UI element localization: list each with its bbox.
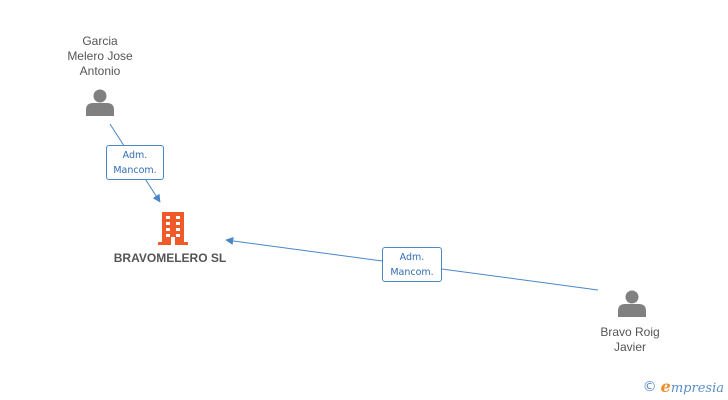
brand-logo: © empresia <box>643 377 724 396</box>
building-icon[interactable] <box>158 212 188 245</box>
person-icon[interactable] <box>618 290 646 318</box>
relation-label-garcia: Adm. Mancom. <box>106 145 164 180</box>
person-icon[interactable] <box>86 89 114 117</box>
brand-initial: e <box>660 377 671 396</box>
relation-label-line1: Adm. <box>122 150 148 161</box>
relation-label-line2: Mancom. <box>390 267 434 278</box>
relation-label-line2: Mancom. <box>113 165 157 176</box>
company-name[interactable]: BRAVOMELERO SL <box>113 251 227 265</box>
brand-rest: mpresia <box>670 381 724 396</box>
person-name-garcia[interactable]: Garcia Melero Jose Antonio <box>67 34 133 78</box>
relation-label-line1: Adm. <box>399 252 425 263</box>
brand-name: empresia <box>661 377 724 396</box>
relation-label-bravo: Adm. Mancom. <box>382 247 442 282</box>
copyright-icon: © <box>642 378 657 395</box>
person-name-bravo[interactable]: Bravo Roig Javier <box>600 325 660 354</box>
